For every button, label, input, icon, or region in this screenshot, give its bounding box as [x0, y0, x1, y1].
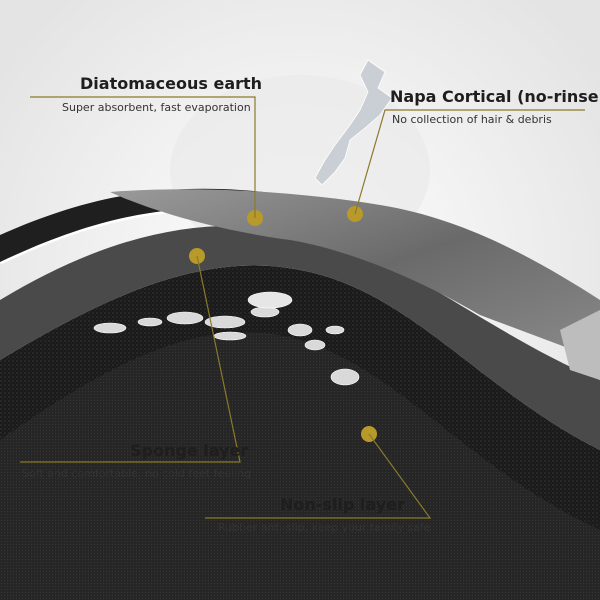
annotation-napa: Napa Cortical (no-rinse) [390, 87, 600, 106]
non-slip-layer [0, 322, 600, 600]
annotation-subtitle: No collection of hair & debris [392, 113, 552, 126]
napa-surface [110, 189, 600, 360]
annotation-title: Diatomaceous earth [80, 74, 263, 93]
diatomaceous-edge [0, 225, 600, 450]
annotation-subtitle: Soft and comfortable, no cold feet feeli… [22, 467, 252, 480]
surface-corner [560, 310, 600, 380]
water-stream [314, 59, 393, 186]
leader-lines [20, 96, 585, 519]
annotation-diatomaceous: Diatomaceous earth [80, 74, 262, 93]
leader-nonslip [205, 433, 432, 519]
annotation-subtitle: Super absorbent, fast evaporation [62, 101, 251, 114]
sponge-layer [0, 265, 600, 530]
annotation-sponge: Sponge layer [130, 441, 248, 460]
annotation-title: Sponge layer [130, 441, 249, 460]
leader-sponge [20, 255, 241, 463]
leader-napa [354, 109, 585, 215]
water-droplets [93, 291, 360, 386]
annotation-nonslip: Non-slip layer [280, 495, 405, 514]
annotation-title: Non-slip layer [280, 495, 405, 514]
leader-diatomaceous [30, 96, 256, 218]
annotation-subtitle: Rubber anti-slip, keep your family safe [218, 521, 431, 534]
annotation-title: Napa Cortical (no-rinse) [390, 87, 600, 106]
